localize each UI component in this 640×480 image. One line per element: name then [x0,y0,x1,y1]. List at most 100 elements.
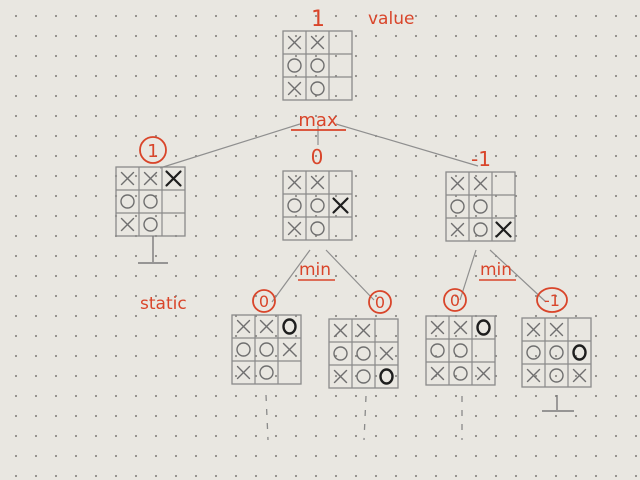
value-rr-circled: -1 [536,287,568,313]
board-mark-x [333,369,348,384]
board-mark-x [572,368,587,383]
board-mark-o [572,344,587,361]
label-value: value [368,9,414,29]
board-mark-x [450,176,465,191]
board-mark-x [526,368,541,383]
board-mark-o [473,199,488,214]
board-mark-o [287,58,302,73]
board-mark-o [310,221,325,236]
board-mark-o [356,369,371,384]
value-ll: 0 [259,292,269,311]
board-mark-o [526,345,541,360]
value-right: -1 [471,147,491,171]
board-mark-x [236,319,251,334]
board-mark-x [120,217,135,232]
value-left-circle [139,136,167,164]
board-mark-x [526,322,541,337]
board-mark-o [310,81,325,96]
edge-right-rr [489,249,547,303]
board-mark-o [120,194,135,209]
board-mark-x [287,81,302,96]
board-mark-o [453,366,468,381]
board-mark-o [430,343,445,358]
continuation-lines [265,394,463,441]
board-mark-o [379,368,394,385]
label-min-left: min [299,260,331,280]
board-mark-o [450,199,465,214]
value-left: 1 [147,141,158,162]
edge-mid-ll [271,249,311,303]
board-frame [282,30,353,101]
edge-mid-lr [325,249,375,301]
value-ll-circled: 0 [252,289,276,313]
edge-root-right [335,123,479,167]
board-mark-x [165,170,182,187]
label-min-right: min [480,260,512,280]
value-lr-circled: 0 [368,290,392,314]
board-mark-x [332,197,349,214]
edge-root-left [159,123,301,169]
board-mark-x [282,342,297,357]
board-frame [425,315,496,386]
board-mark-x [310,175,325,190]
board-rr [521,317,592,388]
board-mark-x [430,366,445,381]
board-mark-o [259,365,274,380]
tree-edges [159,123,547,303]
board-mark-o [143,194,158,209]
terminal-marker-rr [542,395,574,412]
board-frame [231,314,302,385]
board-mark-o [453,343,468,358]
board-mark-o [143,217,158,232]
board-right [445,171,516,242]
board-mark-o [476,319,491,336]
board-mark-x [453,320,468,335]
value-lr: 0 [375,293,385,312]
value-mid: 0 [311,145,324,169]
board-frame [115,166,186,237]
board-mark-x [473,176,488,191]
board-mark-o [356,346,371,361]
board-mark-x [333,323,348,338]
board-mark-x [495,221,512,238]
continuation-ll [265,394,269,441]
board-mark-x [236,365,251,380]
board-ll [231,314,302,385]
board-frame [521,317,592,388]
board-mark-x [476,366,491,381]
board-mark-o [549,345,564,360]
board-mark-o [236,342,251,357]
board-left [115,166,186,237]
board-root [282,30,353,101]
board-mark-x [143,171,158,186]
value-root: 1 [311,7,325,32]
value-ll-circle [252,289,276,313]
board-mark-o [333,346,348,361]
board-mark-x [287,221,302,236]
board-mark-x [310,35,325,50]
board-mark-x [430,320,445,335]
board-mark-x [356,323,371,338]
board-mark-x [287,35,302,50]
value-rl-circled: 0 [443,288,467,312]
board-frame [282,170,353,241]
value-lr-circle [368,290,392,314]
board-mid [282,170,353,241]
label-static: static [140,294,187,314]
board-mark-x [379,346,394,361]
board-mark-o [310,58,325,73]
board-frame [328,318,399,389]
continuation-lr [363,395,367,441]
board-mark-o [549,368,564,383]
value-left-circled: 1 [139,136,167,164]
terminal-marker-left [138,236,168,264]
board-mark-o [310,198,325,213]
board-mark-o [287,198,302,213]
board-mark-x [287,175,302,190]
value-rr: -1 [544,291,560,310]
board-mark-o [473,222,488,237]
board-mark-x [259,319,274,334]
board-mark-o [259,342,274,357]
value-rl: 0 [450,291,460,310]
